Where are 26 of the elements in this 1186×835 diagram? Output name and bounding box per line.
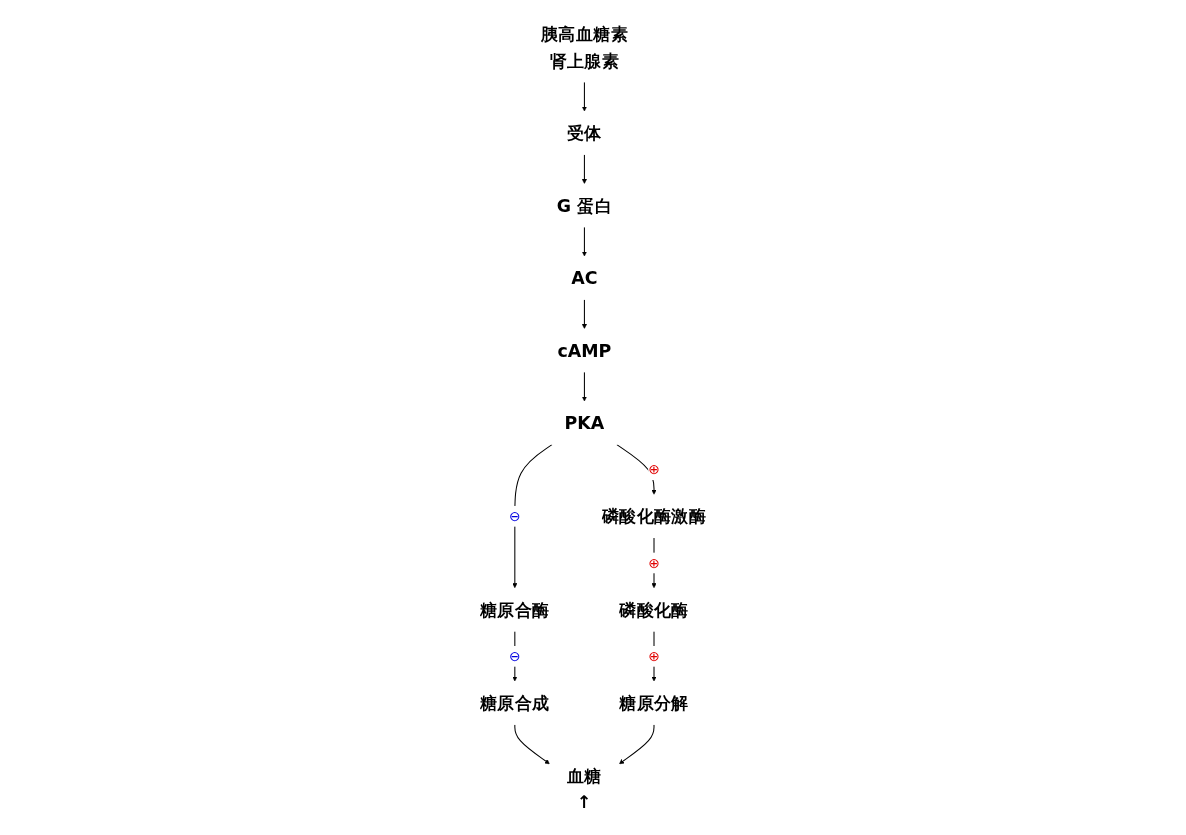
arrow — [616, 443, 657, 495]
arrow — [581, 226, 587, 256]
node-text: PKA — [564, 412, 605, 433]
edge-label: ⊕ — [648, 554, 660, 571]
arrow — [514, 723, 550, 764]
node-text: AC — [571, 267, 598, 288]
edge-label: ⊕ — [648, 647, 660, 664]
node-text: 糖原合酶 — [479, 599, 550, 620]
edge-label: ⊖ — [508, 647, 521, 664]
arrow — [581, 153, 587, 184]
edge-label: ⊕ — [648, 460, 660, 478]
node-text: cAMP — [557, 339, 612, 361]
node-text: 胰高血糖素 肾上腺素 — [540, 23, 628, 71]
node-text: 血糖 ↑ — [566, 764, 602, 812]
arrow — [618, 723, 655, 764]
node-text: 磷酸化酶 — [619, 599, 689, 620]
arrow — [581, 298, 587, 329]
node-text: 糖原合成 — [479, 692, 550, 713]
node-text: 受体 — [566, 122, 602, 143]
arrow — [581, 81, 587, 111]
node-text: G 蛋白 — [556, 194, 612, 216]
arrow — [512, 443, 553, 588]
node-text: 糖原分解 — [619, 692, 689, 713]
edge-label: ⊖ — [508, 507, 521, 524]
arrow — [581, 371, 587, 401]
node-text: 磷酸化酶激酶 — [601, 505, 707, 526]
